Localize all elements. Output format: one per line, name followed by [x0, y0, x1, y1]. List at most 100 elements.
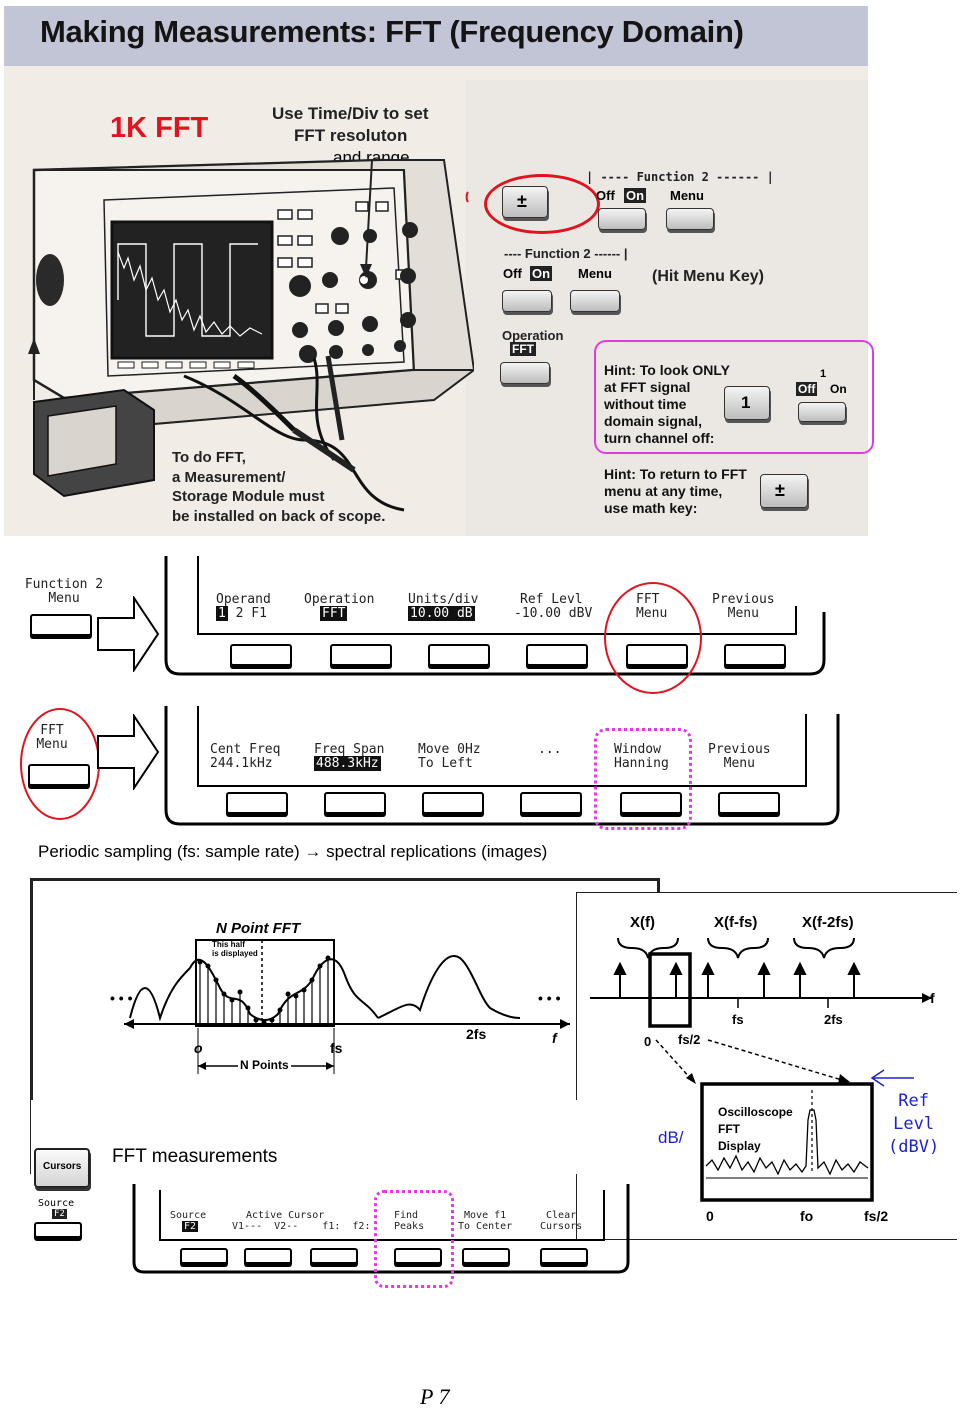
menu1-soft-key[interactable] [526, 644, 588, 666]
source-side-label: Source [38, 1198, 75, 1209]
fft-menu-key[interactable] [28, 764, 90, 786]
operation-key[interactable] [500, 362, 550, 384]
function2-menu-key[interactable] [30, 614, 92, 636]
top-menu-key[interactable] [666, 208, 714, 230]
module-note: To do FFT, a Measurement/ Storage Module… [172, 448, 385, 526]
menu1-line2: FFT [304, 606, 374, 621]
menu1-line2: 1 2 F1 [216, 606, 271, 621]
fft-size-label: 1K FFT [110, 112, 209, 144]
hint-line: Hint: To look ONLY [604, 362, 730, 378]
hint-line: menu at any time, [604, 483, 723, 499]
menu2-line2: ... [538, 742, 562, 757]
menu1-soft-key[interactable] [428, 644, 490, 666]
fs-half-label: fs/2 [678, 1032, 701, 1047]
menu2-soft-key[interactable] [520, 792, 582, 814]
meas-soft-key[interactable] [394, 1248, 442, 1264]
menu2-soft-key[interactable] [718, 792, 780, 814]
menu1-soft-key[interactable] [724, 644, 786, 666]
meas-soft-key[interactable] [180, 1248, 228, 1264]
hit-menu-key-label: (Hit Menu Key) [652, 268, 764, 285]
meas-soft-key[interactable] [244, 1248, 292, 1264]
menu2-soft-key[interactable] [620, 792, 682, 814]
window-highlight [594, 728, 692, 830]
fs-label: fs [732, 1012, 744, 1027]
menu2-line1: Window [614, 742, 661, 757]
display-axis-0: 0 [706, 1208, 714, 1224]
menu2-soft-key[interactable] [226, 792, 288, 814]
half-note-line: This half [212, 940, 245, 949]
menu1-item-reflevl[interactable]: Ref Levl-10.00 dBV [514, 593, 592, 621]
meas-soft-key[interactable] [462, 1248, 510, 1264]
channel-onoff-key[interactable] [798, 402, 846, 422]
on-label: On [530, 266, 553, 281]
menu2-line2: Menu [723, 756, 755, 771]
top-onoff-key[interactable] [598, 208, 646, 230]
menu1-line2: Menu [727, 606, 759, 621]
meas-line1: Move f1 [464, 1210, 507, 1221]
math-key[interactable]: ± [760, 474, 808, 508]
display-axis-fo: fo [800, 1208, 814, 1224]
menu1-bezel [164, 556, 826, 676]
operand-rest: 2 F1 [227, 606, 267, 621]
left-dots: • • • [110, 990, 133, 1006]
menu1-soft-key[interactable] [230, 644, 292, 666]
source-side-key[interactable] [34, 1222, 82, 1238]
right-arrow-icon [97, 714, 160, 790]
module-note-line: Storage Module must [172, 488, 325, 505]
meas-line1: Find [394, 1210, 419, 1221]
axis-fs-label: fs [330, 1040, 343, 1056]
function2-header-text: ---- Function 2 ------ [504, 246, 621, 261]
small-1-label: 1 [820, 368, 827, 380]
fft-diagram-panel [30, 878, 660, 1104]
measurements-panel [30, 1100, 577, 1174]
menu1-soft-key[interactable] [330, 644, 392, 666]
channel-1-key[interactable]: 1 [724, 386, 770, 420]
channel-1-label: 1 [741, 393, 751, 412]
hint-line: at FFT signal [604, 379, 691, 395]
meas-soft-key[interactable] [310, 1248, 358, 1264]
menu2-bezel [164, 706, 840, 826]
ref-levl-line: (dBV) [888, 1137, 940, 1157]
half-note-line: is displayed [212, 949, 258, 958]
fft-menu-highlight [604, 582, 702, 694]
meas-line2: To Center [458, 1221, 513, 1232]
function2-menu-key[interactable] [570, 290, 620, 312]
menu2-item-more[interactable]: ... [538, 743, 561, 757]
ref-levl-line: Levl [893, 1114, 935, 1134]
meas-line1: Source [170, 1210, 207, 1221]
fft-only-hint: Hint: To look ONLY at FFT signal without… [604, 362, 730, 447]
hint-line: Hint: To return to FFT [604, 466, 747, 482]
off-label: Off [503, 266, 522, 281]
plus-minus-highlight [484, 174, 600, 234]
side-label-line: Function 2 [24, 577, 104, 592]
menu2-soft-key[interactable] [324, 792, 386, 814]
timediv-note-1: Use Time/Div to set [272, 104, 429, 123]
meas-soft-key[interactable] [540, 1248, 588, 1264]
menu-label: Menu [578, 266, 612, 281]
menu2-soft-key[interactable] [422, 792, 484, 814]
menu1-line1: Previous [712, 592, 775, 607]
function2-onoff-key[interactable] [502, 290, 552, 312]
scope-display-label: Oscilloscope FFT Display [718, 1104, 793, 1155]
top-off-label: Off [596, 188, 615, 203]
n-point-fft-title: N Point FFT [216, 920, 301, 937]
fft-point-diagram [124, 939, 570, 1074]
return-fft-hint: Hint: To return to FFT menu at any time,… [604, 466, 747, 517]
operation-fft: FFT [320, 606, 348, 621]
module-note-line: be installed on back of scope. [172, 507, 386, 525]
cursors-key[interactable]: Cursors [34, 1148, 90, 1188]
